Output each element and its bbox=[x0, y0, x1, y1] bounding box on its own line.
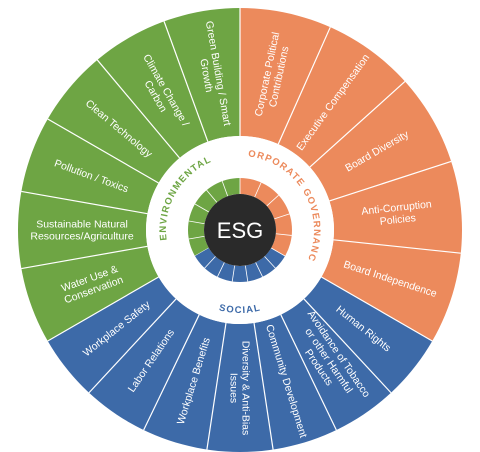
social-inner-arc bbox=[194, 248, 286, 283]
segment-divider bbox=[47, 118, 159, 184]
governance-item-corporate-political-contributions: Corporate PoliticalContributions bbox=[253, 31, 294, 120]
inner-tick bbox=[204, 256, 216, 269]
segment-divider bbox=[21, 245, 148, 270]
inner-tick bbox=[275, 233, 292, 236]
segment-divider bbox=[206, 322, 227, 450]
inner-tick bbox=[264, 256, 276, 269]
social-category-label: SOCIAL bbox=[218, 302, 262, 316]
segment-label-line: Issues bbox=[228, 373, 240, 403]
segment-divider bbox=[329, 160, 452, 202]
social-item-diversity-anti-bias-issues: Diversity & Anti-BiasIssues bbox=[228, 341, 252, 436]
segment-divider bbox=[277, 26, 331, 145]
segment-divider bbox=[163, 21, 209, 142]
inner-tick bbox=[194, 203, 210, 213]
segment-divider bbox=[88, 298, 177, 394]
governance-inner-arc bbox=[240, 178, 293, 256]
segment-label-line: Growth bbox=[197, 58, 215, 94]
segment-label-line: Diversity & Anti-Bias bbox=[240, 341, 252, 436]
inner-tick bbox=[255, 262, 263, 278]
inner-tick bbox=[188, 235, 205, 240]
segment-dividers bbox=[21, 8, 461, 450]
segment-label-line: Sustainable Natural bbox=[36, 219, 128, 231]
segment-divider bbox=[253, 322, 274, 450]
inner-tick bbox=[254, 182, 262, 198]
inner-tick bbox=[244, 265, 249, 282]
segment-divider bbox=[309, 81, 406, 168]
segment-divider bbox=[96, 59, 181, 159]
inner-tick bbox=[217, 262, 225, 278]
governance-sector bbox=[240, 8, 462, 341]
inner-tick bbox=[274, 213, 290, 220]
governance-item-anti-corruption-policies: Anti-CorruptionPolicies bbox=[361, 198, 434, 229]
inner-tick bbox=[266, 194, 279, 207]
segment-divider bbox=[143, 314, 200, 431]
social-sector bbox=[47, 277, 433, 452]
segment-label-line: Resources/Agriculture bbox=[30, 231, 133, 243]
segment-divider bbox=[333, 239, 461, 254]
inner-tick bbox=[221, 180, 229, 197]
outer-segments bbox=[17, 8, 462, 452]
social-category-text: SOCIAL bbox=[218, 302, 261, 316]
segment-divider bbox=[280, 314, 337, 431]
inner-color-ring bbox=[188, 178, 293, 283]
segment-divider bbox=[21, 190, 148, 215]
segment-divider bbox=[321, 276, 433, 342]
inner-tick bbox=[206, 189, 218, 203]
segment-divider bbox=[47, 276, 159, 342]
center-label: ESG bbox=[217, 218, 263, 243]
inner-tick bbox=[188, 220, 205, 225]
center-hub bbox=[204, 194, 276, 266]
segment-divider bbox=[303, 298, 392, 394]
segment-label-line: Policies bbox=[379, 212, 416, 228]
inner-tick bbox=[270, 247, 286, 257]
environmental-sector bbox=[17, 8, 240, 341]
inner-tick bbox=[231, 265, 236, 282]
